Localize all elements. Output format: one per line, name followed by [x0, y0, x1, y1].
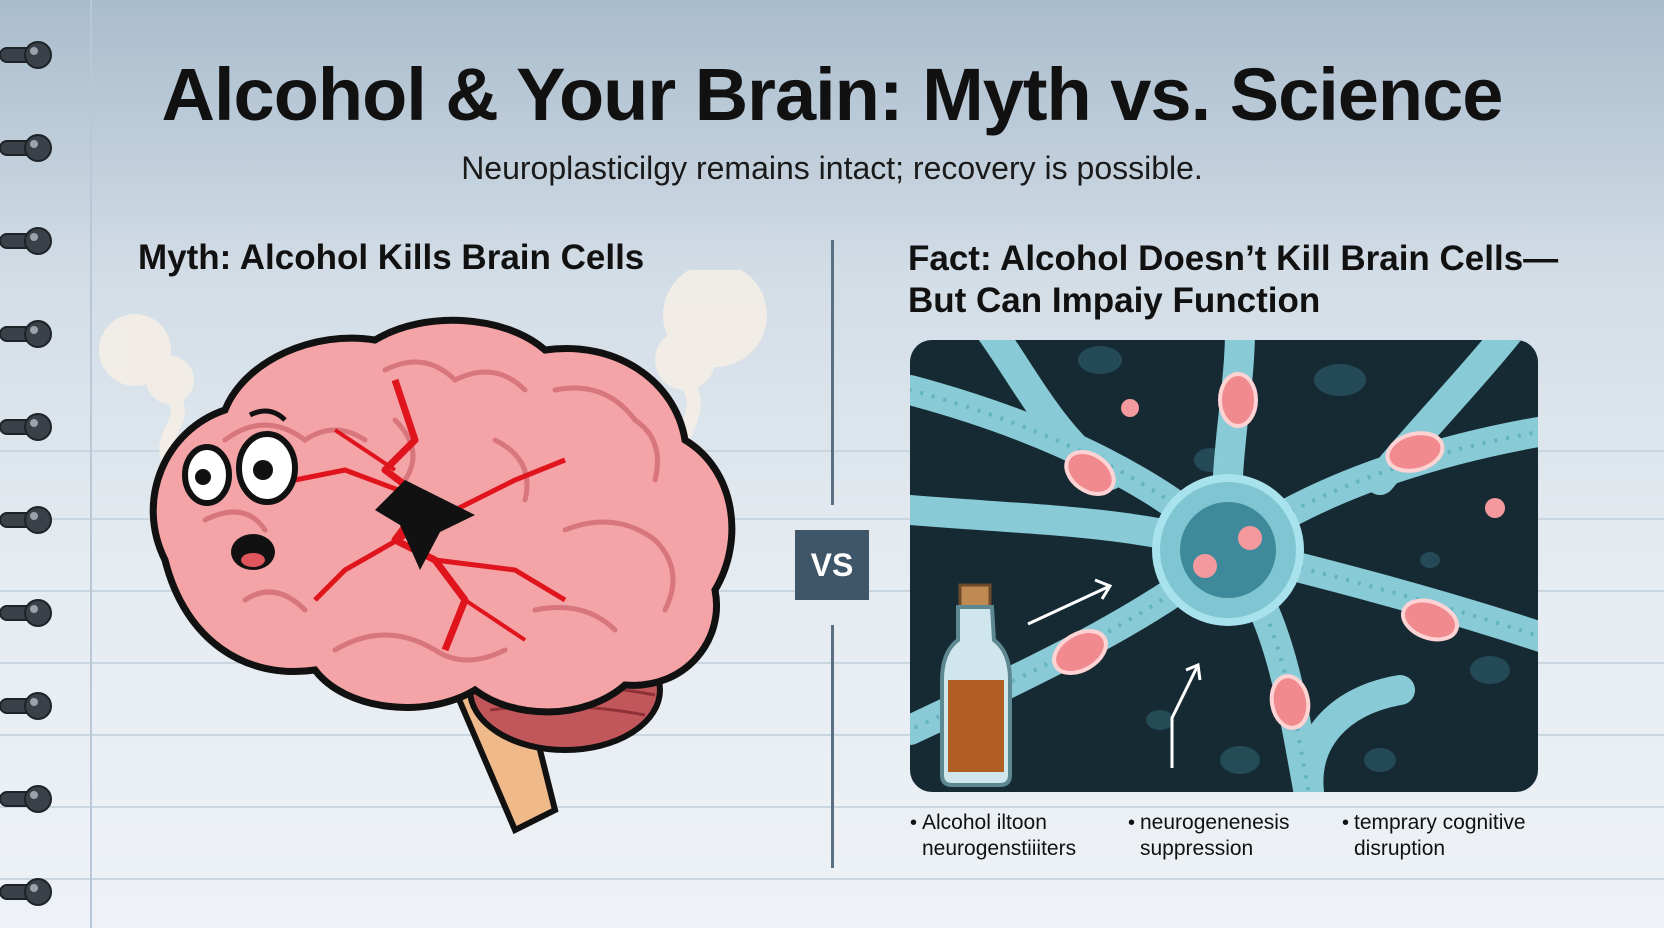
- bullet-item: • Alcohol iltoon neurogenstiiiters: [910, 810, 1077, 862]
- bullet-line: neurogenenesis: [1140, 811, 1290, 834]
- arrow-icon: [1027, 578, 1202, 768]
- bullet-line: temprary cognitive: [1354, 811, 1526, 834]
- page-subtitle: Neuroplasticilgy remains intact; recover…: [461, 150, 1203, 186]
- bullet-dot-icon: •: [1342, 812, 1350, 834]
- bullet-item: • neurogenenesis suppression: [1128, 810, 1290, 862]
- vs-badge: VS: [795, 530, 869, 600]
- center-divider-bottom: [831, 625, 834, 868]
- bullet-line: Alcohol iltoon: [922, 811, 1047, 834]
- fact-heading-line2: But Can Impaiy Function: [908, 281, 1321, 320]
- bullet-dot-icon: •: [910, 812, 918, 834]
- fact-heading-line1: Fact: Alcohol Doesn’t Kill Brain Cells—: [908, 239, 1559, 278]
- fact-heading: Fact: Alcohol Doesn’t Kill Brain Cells— …: [908, 238, 1608, 322]
- bullet-line: suppression: [1140, 837, 1254, 860]
- cracked-brain-illustration: [99, 270, 767, 835]
- brain-crack: [294, 378, 567, 652]
- ruled-line: [0, 518, 1664, 520]
- bullet-line: disruption: [1354, 837, 1446, 860]
- notebook-margin-line: [90, 0, 92, 928]
- spiral-binding-icon: [0, 41, 52, 906]
- neuron-cell-illustration: [910, 340, 1538, 792]
- brain-face: [182, 408, 298, 570]
- page-title: Alcohol & Your Brain: Myth vs. Science: [161, 53, 1504, 136]
- bullet-item: • temprary cognitive disruption: [1342, 810, 1526, 862]
- brain-folds: [202, 359, 676, 663]
- center-divider-top: [831, 240, 834, 505]
- neuron-illustration-panel: [910, 340, 1538, 792]
- myth-heading: Myth: Alcohol Kills Brain Cells: [138, 238, 645, 277]
- bullet-line: neurogenstiiiters: [922, 837, 1077, 860]
- ruled-line: [0, 878, 1664, 880]
- bullet-dot-icon: •: [1128, 812, 1136, 834]
- alcohol-bottle-icon: [940, 583, 1012, 787]
